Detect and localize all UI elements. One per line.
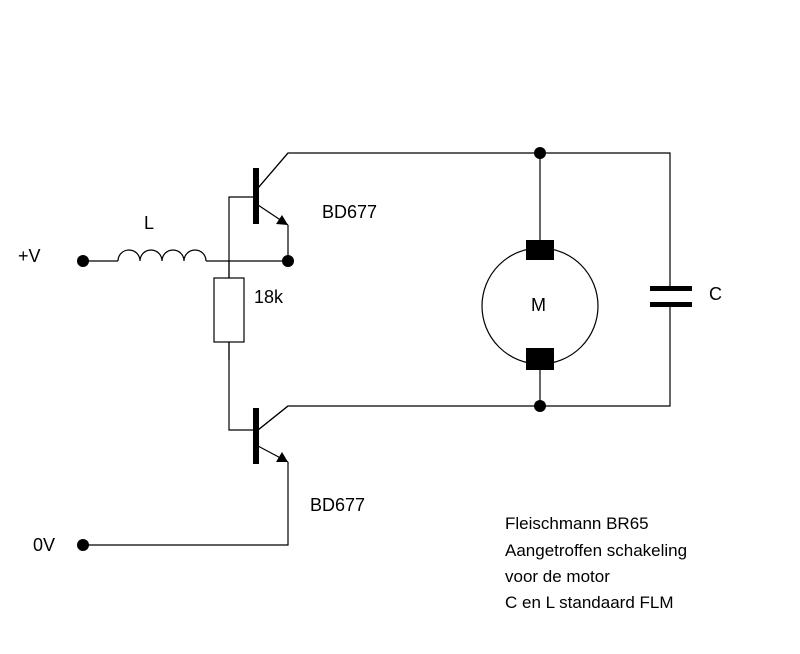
label-capacitor: C	[709, 284, 722, 304]
terminal-plusv-dot	[77, 255, 89, 267]
resistor	[213, 277, 245, 343]
transistor-top	[253, 152, 289, 226]
junction-bottom-dot	[534, 400, 546, 412]
label-transistor-bottom: BD677	[310, 495, 365, 515]
note-line-2: Aangetroffen schakeling	[505, 541, 687, 560]
inductor	[117, 249, 207, 262]
note-line-3: voor de motor	[505, 567, 610, 586]
junction-top-dot	[534, 147, 546, 159]
capacitor	[650, 286, 692, 307]
label-zero-v: 0V	[33, 535, 55, 555]
wire-top-collector	[257, 152, 671, 288]
label-plus-v: +V	[18, 246, 41, 266]
motor	[481, 240, 599, 370]
label-transistor-top: BD677	[322, 202, 377, 222]
label-resistor: 18k	[254, 287, 284, 307]
motor-brush-top	[526, 240, 554, 260]
wire-bottom-emitter	[83, 462, 289, 546]
terminal-0v-dot	[77, 539, 89, 551]
label-inductor: L	[144, 213, 154, 233]
motor-brush-bottom	[526, 348, 554, 370]
note-line-1: Fleischmann BR65	[505, 514, 649, 533]
junction-dots	[77, 147, 546, 551]
junction-emitter-dot	[282, 255, 294, 267]
note-line-4: C en L standaard FLM	[505, 593, 674, 612]
transistor-bottom	[253, 405, 289, 464]
label-motor: M	[531, 295, 546, 315]
wire-bottom-rail	[257, 306, 671, 431]
